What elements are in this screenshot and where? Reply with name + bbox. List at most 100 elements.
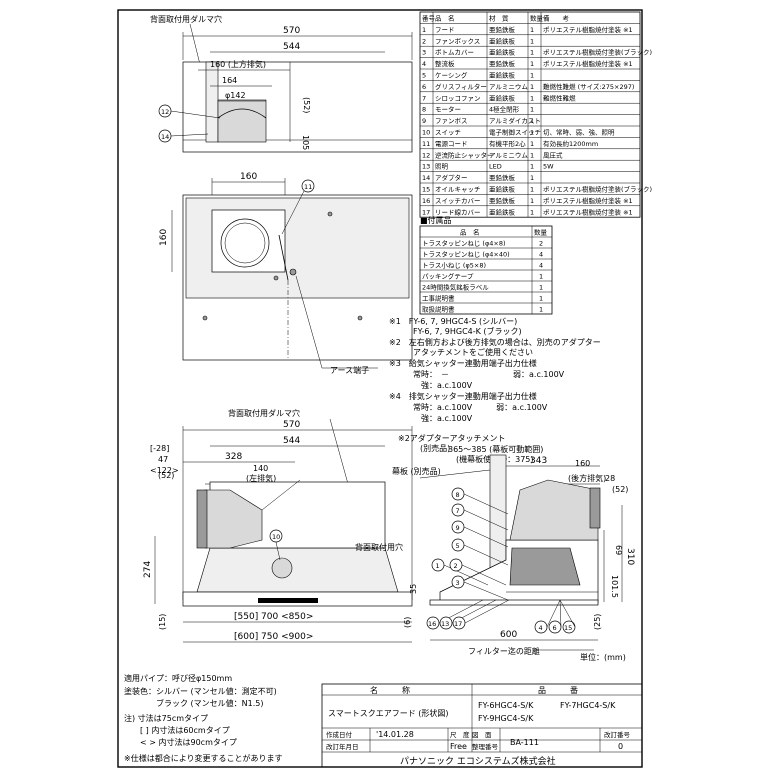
acc-item-5: 工事説明書 [422,294,455,303]
parts-cell-11-3: 1 [530,151,534,159]
parts-cell-3-0: 4 [422,60,426,68]
filter-distance: フィルター迄の距離 [468,646,540,656]
parts-cell-10-3: 1 [530,140,534,148]
top-dim-160: 160 (上方排気) [210,59,266,69]
acc-header-0: 品 名 [460,228,480,237]
side-plate-label: 幕板 (別売品) [392,466,441,476]
parts-cell-5-1: グリスフィルター [435,82,487,91]
tb-product-2: FY-7HGC4-S/K [560,701,616,710]
parts-cell-14-3: 1 [530,186,534,194]
parts-cell-2-4: ポリエステル樹脂焼付塗装(ブラック) [543,48,652,57]
parts-header-2: 材 質 [489,14,509,23]
side-dim-52: (52) [612,485,628,494]
front-dim-47: 47 [158,455,168,464]
tb-rev-label: 改訂番号 [604,730,631,739]
callout-11: 11 [304,183,312,191]
parts-cell-10-1: 電源コード [435,139,468,148]
parts-cell-14-2: 亜鉛鉄板 [489,185,516,194]
plan-dim-160-h: 160 [240,172,257,182]
note-4: アタッチメントをご使用ください [389,347,533,357]
adapter-attachment: ※2アダプターアタッチメント [398,433,505,443]
parts-cell-13-3: 1 [530,174,534,182]
parts-cell-12-0: 13 [422,163,430,171]
callout-10: 10 [272,533,280,541]
parts-cell-7-0: 8 [422,106,426,114]
parts-cell-0-1: フード [435,26,455,34]
front-view-title: 背面取付用ダルマ穴 [228,408,300,418]
note-1: ※1 FY-6, 7, 9HGC4-S (シルバー) [389,317,517,326]
parts-cell-0-2: 亜鉛鉄板 [489,25,516,34]
acc-item-4: 24時間換気銘板ラベル [422,283,489,292]
parts-cell-16-2: 亜鉛鉄板 [489,207,516,216]
acc-qty-5: 1 [539,295,543,303]
tb-product-1: FY-6HGC4-S/K [478,701,534,710]
spec-color-2: ブラック (マンセル値：N1.5) [124,698,264,708]
side-dim-101: 101.5 [610,575,619,598]
parts-cell-1-3: 1 [530,37,534,45]
parts-cell-4-2: 亜鉛鉄板 [489,71,516,80]
spec-color-1: 塗装色：シルバー (マンセル値：測定不可) [124,686,277,696]
front-dim-52: (52) [158,471,174,480]
callout-7: 7 [456,507,460,515]
note-7: 強：a.c.100V [389,380,473,390]
top-dim-105: 105 [301,135,310,150]
parts-cell-7-1: モーター [435,105,461,114]
callout-6: 6 [553,624,557,632]
parts-cell-1-2: 亜鉛鉄板 [489,36,516,45]
front-dim-544: 544 [283,436,300,446]
acc-qty-2: 4 [539,262,543,270]
tb-product-label: 品 番 [538,685,578,695]
callout-14: 14 [161,133,169,141]
spec-size-2: [ ] 内寸法は60cmタイプ [124,725,230,735]
accessories-table: ■付属品品 名数量トラスタッピンねじ (φ4×8)2トラスタッピンねじ (φ4×… [419,215,553,315]
tb-drawing-no: BA-111 [510,738,539,747]
callout-2: 2 [454,562,458,570]
parts-cell-2-2: 亜鉛鉄板 [489,48,516,57]
side-dim-35: 35 [409,584,418,594]
unit-label: 単位：(mm) [580,652,626,662]
side-dim-28: 28 [605,474,615,483]
parts-cell-9-4: 切、常時、弱、強、照明 [543,128,615,137]
side-fan [509,547,581,586]
acc-item-6: 取扱説明書 [422,305,455,314]
parts-cell-0-4: ポリエステル樹脂焼付塗装 ※1 [543,25,633,34]
top-dim-570: 570 [283,26,300,36]
parts-cell-6-3: 1 [530,94,534,102]
callout-15: 15 [564,624,572,632]
parts-cell-8-0: 9 [422,117,426,125]
parts-cell-7-3: 1 [530,106,534,114]
parts-cell-3-3: 1 [530,60,534,68]
parts-cell-13-1: アダプター [435,173,468,182]
callout-3: 3 [456,579,460,587]
parts-cell-14-0: 15 [422,186,430,194]
parts-cell-5-4: 難燃性難燃 (サイズ:275×297) [543,82,634,91]
parts-cell-16-4: ポリエステル樹脂焼付塗装 ※1 [543,207,633,216]
front-dim-left-exhaust: (左排気) [246,473,276,483]
parts-cell-10-0: 11 [422,140,430,148]
acc-qty-6: 1 [539,306,543,314]
callout-13: 13 [441,620,449,628]
top-view: 背面取付用ダルマ穴 570 544 160 (上方排気) 164 φ142 (5… [150,14,413,153]
parts-cell-4-1: ケーシング [435,71,468,80]
front-dim-width-2: [600] 750 <900> [234,632,313,642]
parts-cell-12-2: LED [489,163,502,171]
front-view: 背面取付用ダルマ穴 570 544 328 140 (左排気) [-28] 47… [143,408,413,643]
acc-item-0: トラスタッピンねじ (φ4×8) [422,239,506,248]
tb-name-label: 名 称 [370,685,410,695]
note-3: ※2 左右側方および後方排気の場合は、別売のアダプター [389,337,601,347]
side-dim-160: 160 [575,459,590,468]
accessories-title: ■付属品 [420,215,452,225]
parts-cell-11-0: 12 [422,151,430,159]
parts-cell-12-3: 1 [530,163,534,171]
tb-date: '14.01.28 [376,730,414,739]
top-dim-544: 544 [283,42,300,52]
parts-header-4: 備 考 [543,14,570,23]
front-switch [271,557,293,579]
callout-16: 16 [428,620,436,628]
parts-cell-10-2: 有機平形2心 [489,139,526,148]
parts-cell-12-1: 照明 [435,163,449,171]
acc-qty-0: 2 [539,240,543,248]
plan-duct-circle [220,218,270,268]
note-9: 常時：a.c.100V 弱：a.c.100V [389,403,548,412]
ground-terminal-label: アース端子 [330,365,369,375]
